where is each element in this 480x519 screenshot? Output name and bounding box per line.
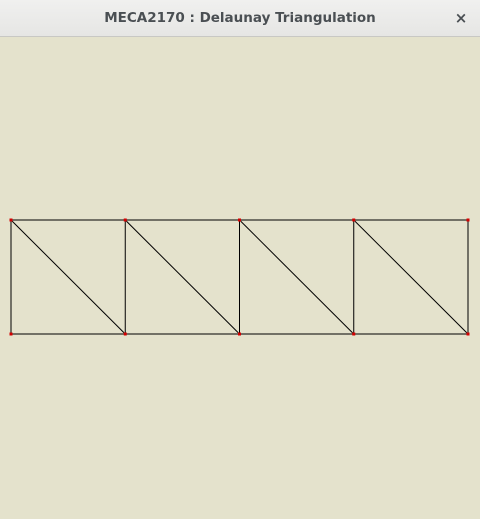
close-button[interactable]: ×: [450, 7, 472, 29]
mesh-vertex: [466, 332, 470, 336]
drawing-canvas[interactable]: [0, 37, 480, 519]
mesh-vertex: [352, 218, 356, 222]
mesh-vertex: [123, 218, 127, 222]
mesh-vertex: [123, 332, 127, 336]
window-title: MECA2170 : Delaunay Triangulation: [104, 10, 376, 26]
mesh-edge-diagonal: [353, 219, 469, 335]
mesh-edge-diagonal: [10, 219, 126, 335]
mesh-vertex: [352, 332, 356, 336]
mesh-vertex: [238, 218, 241, 222]
mesh-edge-diagonal: [124, 219, 240, 335]
mesh-vertex: [466, 218, 470, 222]
mesh-edge-diagonal: [239, 219, 355, 335]
mesh-vertex: [9, 218, 13, 222]
mesh-vertex: [238, 332, 241, 336]
mesh-vertex: [9, 332, 13, 336]
title-bar[interactable]: MECA2170 : Delaunay Triangulation ×: [0, 0, 480, 37]
close-icon: ×: [454, 9, 468, 27]
triangulation-mesh: [9, 218, 470, 336]
